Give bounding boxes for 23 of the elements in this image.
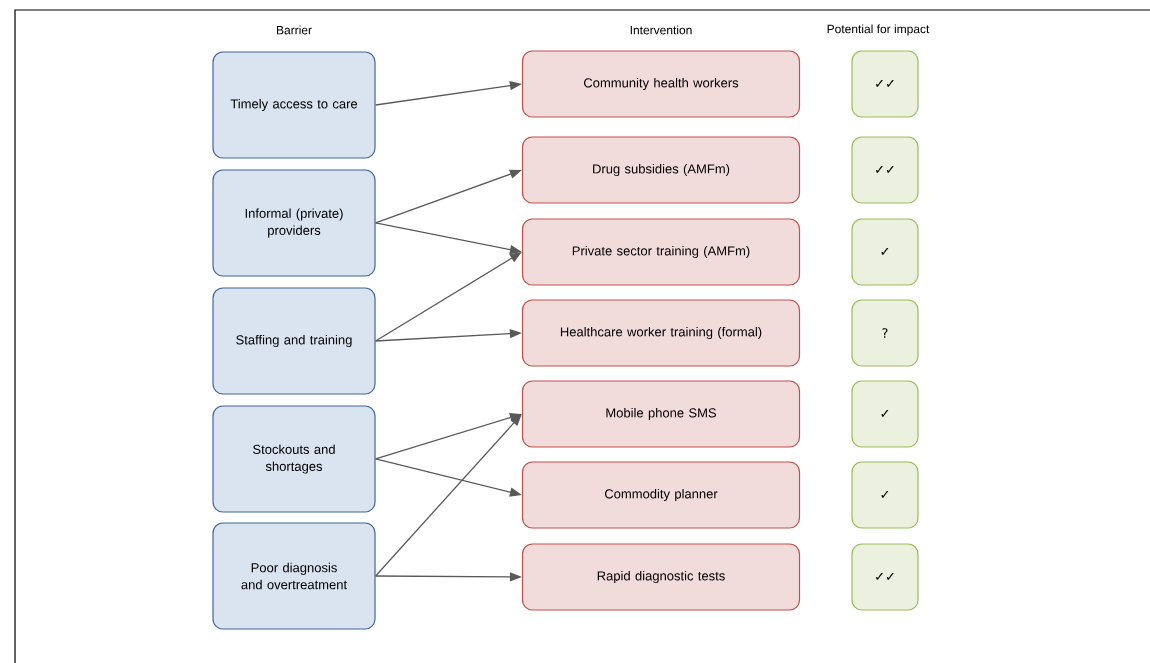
column-heading: Intervention [630,25,692,35]
intervention-box: Drug subsidies (AMFm) [521,136,801,204]
intervention-box: Rapid diagnostic tests [521,543,801,611]
impact-box: ✓ [851,218,919,286]
arrow [374,414,522,577]
intervention-box: Commodity planner [521,461,801,529]
barrier-box: Timely access to care [212,51,376,159]
barrier-box: Informal (private) providers [212,169,376,277]
impact-box: ✓ [851,461,919,529]
barrier-box: Poor diagnosis and overtreatment [212,522,376,630]
intervention-box: Mobile phone SMS [521,380,801,448]
impact-box: ✓✓ [851,136,919,204]
intervention-box: Healthcare worker training (formal) [521,299,801,367]
intervention-box: Private sector training (AMFm) [521,218,801,286]
impact-box: ✓✓ [851,543,919,611]
barrier-box: Stockouts and shortages [212,405,376,513]
intervention-box: Community health workers [521,50,801,118]
column-heading: Potential for impact [827,24,930,36]
column-heading: Barrier [277,25,312,35]
impact-box: ✓ [851,380,919,448]
barrier-box: Staffing and training [212,287,376,395]
impact-box: ? [851,299,919,367]
impact-box: ✓✓ [851,50,919,118]
